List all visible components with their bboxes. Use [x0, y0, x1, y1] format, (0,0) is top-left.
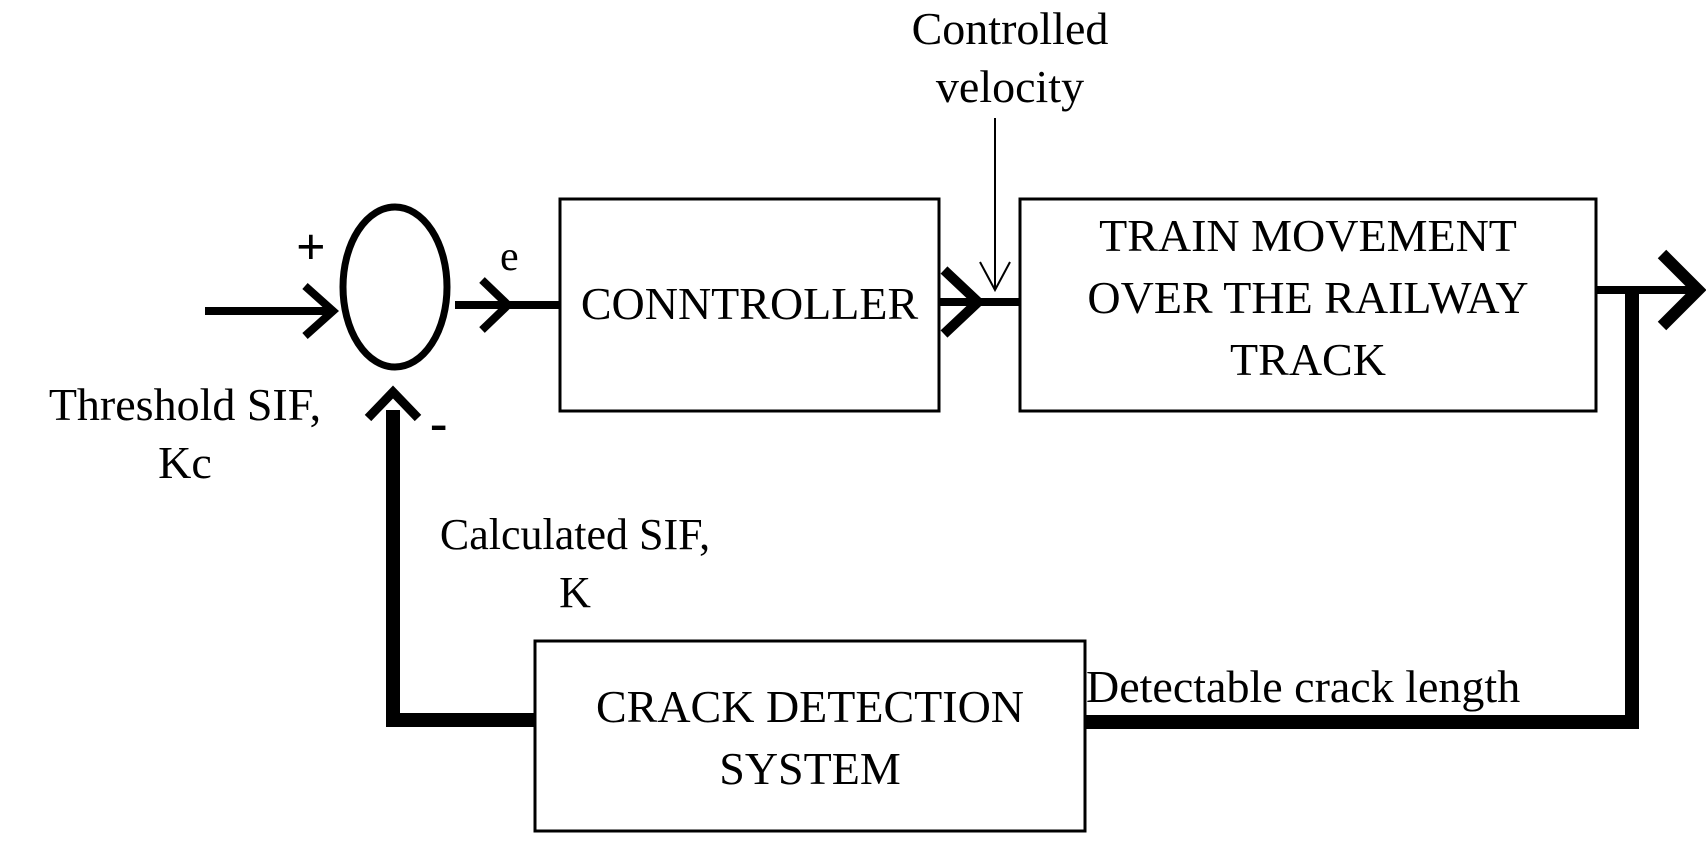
plant-block	[1018, 197, 1598, 413]
disturbance-label-line2: velocity	[935, 61, 1085, 112]
output-arrowhead	[1657, 249, 1706, 331]
sensor-block-label: CRACK DETECTION SYSTEM	[535, 676, 1085, 800]
plant-label-line1: TRAIN MOVEMENT	[1099, 210, 1517, 261]
sensor-label-line1: CRACK DETECTION	[595, 681, 1025, 732]
feedback-label-line1: Calculated SIF,	[439, 510, 711, 559]
reference-label-line2: Kc	[158, 437, 212, 488]
plus-sign: +	[296, 219, 326, 276]
feedback-arrowhead	[364, 385, 422, 422]
controller-block-label: CONNTROLLER	[560, 273, 939, 335]
controller-label: CONNTROLLER	[580, 278, 919, 329]
feedback-label-line2: K	[559, 568, 591, 617]
error-arrowhead	[479, 277, 514, 333]
sensor-block	[533, 639, 1087, 833]
disturbance-arrowhead	[979, 261, 1011, 293]
reference-label-line1: Threshold SIF,	[48, 379, 322, 430]
feedback-label: Calculated SIF, K	[405, 506, 745, 622]
plant-label-line3: TRACK	[1230, 334, 1386, 385]
reference-label: Threshold SIF, Kc	[0, 376, 370, 492]
summing-junction	[339, 203, 451, 371]
plant-label-line2: OVER THE RAILWAY	[1087, 272, 1529, 323]
feedback-return-path	[386, 410, 535, 727]
sensor-label-line2: SYSTEM	[719, 743, 901, 794]
minus-sign: -	[430, 395, 448, 452]
reference-input-arrowhead	[302, 283, 340, 339]
error-label: e	[500, 234, 519, 280]
control-signal-arrowhead	[940, 266, 986, 338]
plant-block-label: TRAIN MOVEMENT OVER THE RAILWAY TRACK	[1020, 205, 1596, 391]
disturbance-label: Controlled velocity	[880, 0, 1140, 116]
measured-output-label: Detectable crack length	[1086, 661, 1521, 712]
disturbance-label-line1: Controlled	[911, 3, 1109, 54]
feedback-output-path	[1085, 290, 1639, 729]
